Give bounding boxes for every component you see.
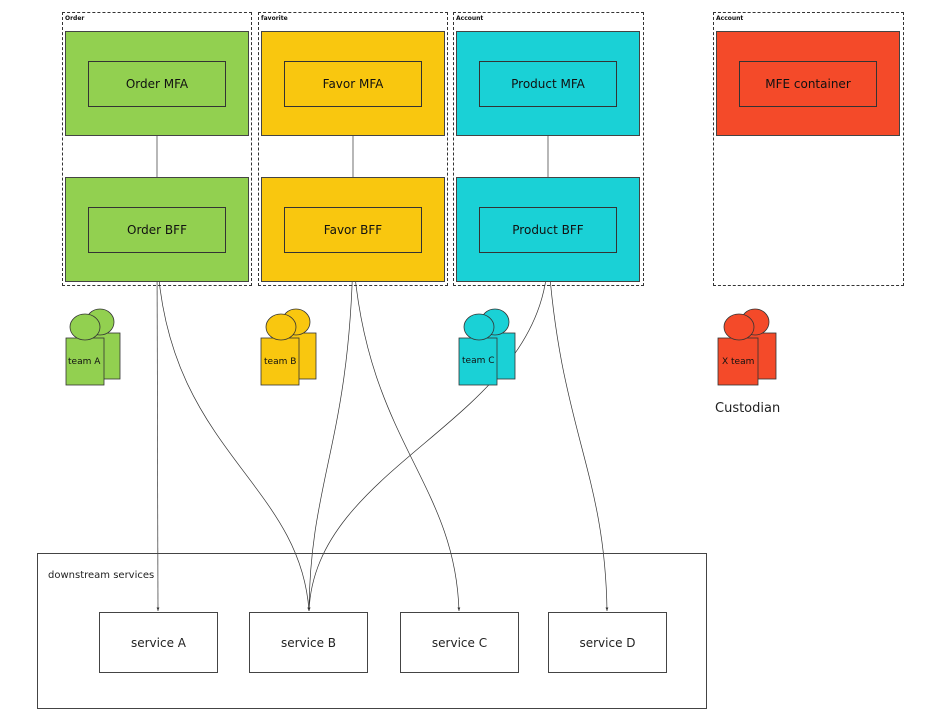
favor-bff-box[interactable]: Favor BFF (284, 207, 422, 253)
service-a-box[interactable]: service A (99, 612, 218, 673)
downstream-services-container: downstream services (37, 553, 707, 709)
team-a-icon (65, 308, 121, 386)
group-favorite: favorite (258, 12, 448, 286)
order-mfa-box[interactable]: Order MFA (88, 61, 226, 107)
mfe-container-box[interactable]: MFE container (739, 61, 877, 107)
group-label-account: Account (456, 15, 484, 22)
favor-mfa-box[interactable]: Favor MFA (284, 61, 422, 107)
group-label-favorite: favorite (261, 15, 288, 22)
x-team-label: X team (722, 357, 755, 367)
service-d-box[interactable]: service D (548, 612, 667, 673)
group-order: Order (62, 12, 252, 286)
edge-order-bff-to-service-a (156, 252, 160, 612)
product-mfa-box[interactable]: Product MFA (479, 61, 617, 107)
edge-favor-bff-to-service-c (352, 252, 461, 612)
product-bff-box[interactable]: Product BFF (479, 207, 617, 253)
group-label-account-container: Account (716, 15, 744, 22)
downstream-services-label: downstream services (48, 570, 155, 581)
edge-product-bff-to-service-d (547, 252, 609, 612)
edge-order-bff-to-service-b (156, 252, 311, 612)
group-label-order: Order (65, 15, 85, 22)
team-b-icon (260, 308, 317, 386)
custodian-label: Custodian (715, 401, 781, 416)
order-bff-box[interactable]: Order BFF (88, 207, 226, 253)
team-b-label: team B (264, 357, 297, 367)
edge-favor-bff-to-service-b (307, 252, 354, 612)
group-account: Account (453, 12, 644, 286)
team-a-label: team A (68, 357, 101, 367)
x-team-icon (717, 308, 777, 386)
service-b-box[interactable]: service B (249, 612, 368, 673)
team-c-label: team C (462, 356, 495, 366)
team-c-icon (458, 308, 516, 386)
service-c-box[interactable]: service C (400, 612, 519, 673)
group-account-container: Account (713, 12, 904, 286)
